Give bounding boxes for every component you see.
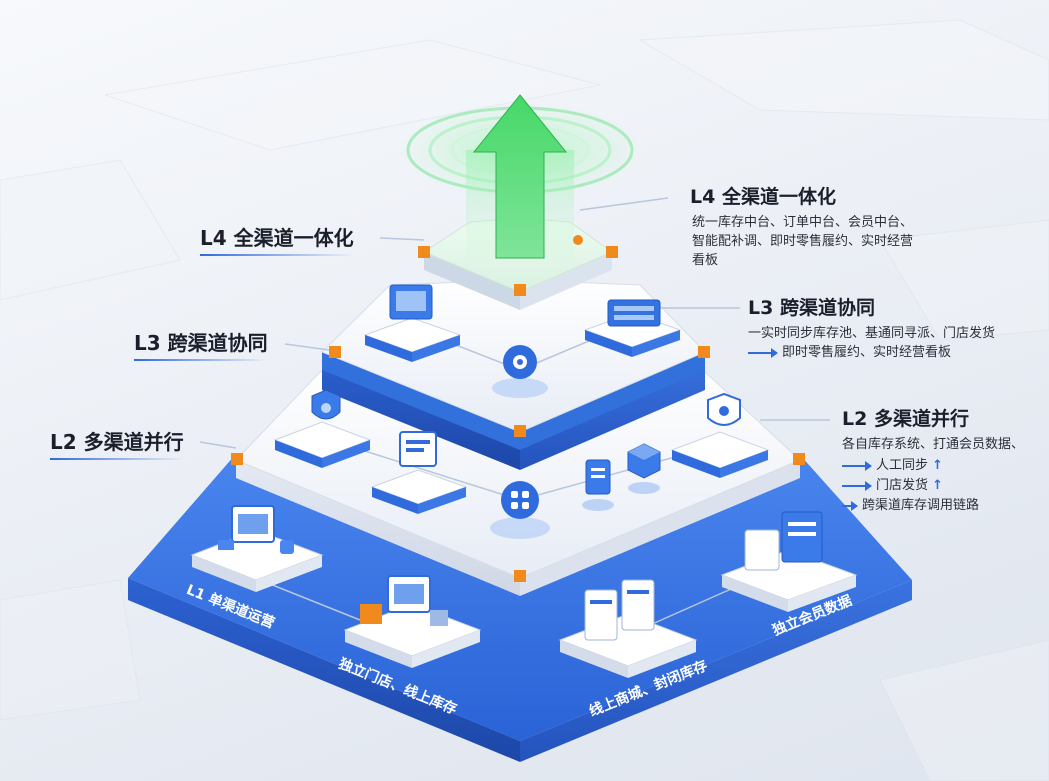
cube-icon <box>627 443 661 494</box>
node-l4-right <box>606 246 618 258</box>
left-label-l3: L3 跨渠道协同 <box>134 331 268 361</box>
left-label-l3-text: L3 跨渠道协同 <box>134 331 268 355</box>
clipboard-icon <box>582 459 614 511</box>
right-text-l2-line4-row: 跨渠道库存调用链路 <box>842 496 979 515</box>
right-title-l3: L3 跨渠道协同 <box>748 297 875 319</box>
server-icon <box>720 511 858 612</box>
right-text-l2-line4: 跨渠道库存调用链路 <box>862 498 980 513</box>
up-small-icon: ↑ <box>932 478 944 493</box>
arrow-right-icon <box>842 460 872 471</box>
left-label-l3-underline <box>134 359 268 361</box>
left-label-l2: L2 多渠道并行 <box>50 430 184 460</box>
monitor-icon <box>343 575 482 668</box>
node-l4-front <box>514 284 526 296</box>
left-label-l2-underline <box>50 458 184 460</box>
left-label-l4-underline <box>200 254 354 256</box>
floor-panels <box>0 19 1049 781</box>
up-arrow-icon <box>400 94 640 260</box>
right-text-l2-line1: 各自库存系统、打通会员数据、 <box>842 437 1025 452</box>
right-text-l3-line1: 一实时同步库存池、基通同寻派、门店发货 <box>748 326 996 341</box>
node-l2-right <box>793 453 805 465</box>
right-text-l2-line3-row: 门店发货 ↑ <box>842 476 943 495</box>
node-l3-right <box>698 346 710 358</box>
right-title-l4: L4 全渠道一体化 <box>690 186 836 208</box>
up-small-icon: ↑ <box>932 458 944 473</box>
monitor-icon <box>370 431 468 514</box>
grid-icon <box>490 481 550 539</box>
right-text-l2-line3: 门店发货 <box>876 478 929 493</box>
shield-icon <box>273 389 372 468</box>
tier-l2 <box>235 364 801 596</box>
left-label-l4: L4 全渠道一体化 <box>200 226 354 256</box>
right-text-l4-line1: 统一库存中台、订单中台、会员中台、 <box>692 215 914 230</box>
arrow-right-icon <box>842 500 858 511</box>
server-icon <box>583 299 682 357</box>
node-l2-front <box>514 570 526 582</box>
server-icon <box>558 579 698 678</box>
right-text-l2-line2-row: 人工同步 ↑ <box>842 456 943 475</box>
shield-icon <box>670 392 770 478</box>
right-text-l3-line2-row: 即时零售履约、实时经营看板 <box>748 343 951 362</box>
arrow-right-icon <box>748 347 778 358</box>
node-l3-left <box>329 346 341 358</box>
node-l3-front <box>514 425 526 437</box>
monitor-icon <box>190 505 324 592</box>
arrow-right-icon <box>842 480 872 491</box>
node-l2-left <box>231 453 243 465</box>
right-title-l2: L2 多渠道并行 <box>842 408 969 430</box>
monitor-icon <box>363 284 462 362</box>
node-l4-dot <box>573 235 583 245</box>
right-text-l4-line2: 智能配补调、即时零售履约、实时经营 <box>692 234 914 249</box>
gear-icon <box>492 345 548 398</box>
node-l4-left <box>418 246 430 258</box>
left-label-l2-text: L2 多渠道并行 <box>50 430 184 454</box>
left-label-l4-text: L4 全渠道一体化 <box>200 226 354 250</box>
right-text-l3-line2: 即时零售履约、实时经营看板 <box>782 345 952 360</box>
right-text-l4-line3: 看板 <box>692 253 719 268</box>
right-text-l2-line2: 人工同步 <box>876 458 929 473</box>
corner-nodes <box>231 235 805 582</box>
